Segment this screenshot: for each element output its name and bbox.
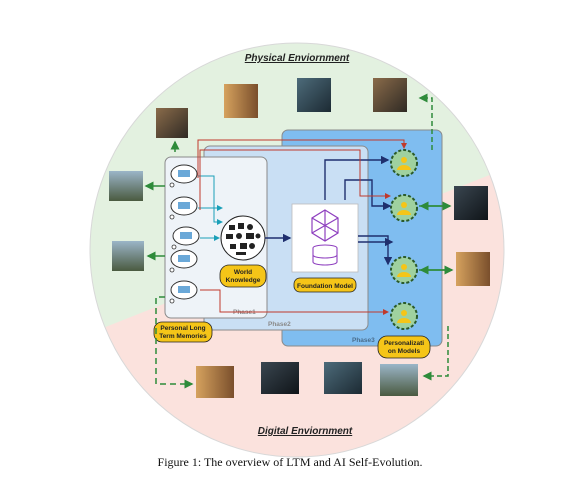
foundation-model-label: Foundation Model [297, 283, 353, 290]
internal-flow-arrows [197, 139, 407, 315]
phase2-label: Phase2 [268, 321, 291, 328]
world-knowledge-icon [220, 215, 266, 261]
photo-forest-ruins [380, 364, 418, 396]
photo-vr-user [456, 252, 490, 286]
memory-cloud-icon [169, 164, 198, 188]
memory-clouds [169, 164, 200, 304]
environment-images [109, 78, 490, 398]
photo-machinery [373, 78, 407, 112]
personalized-agents [390, 149, 418, 330]
world-knowledge-label-line2: Knowledge [226, 277, 261, 284]
agent-gear-icon [390, 149, 418, 177]
memory-cloud-icon [169, 280, 198, 304]
memory-cloud-icon [169, 196, 198, 220]
phase3-label: Phase3 [352, 337, 375, 344]
digital-environment-title: Digital Enviornment [258, 426, 353, 437]
circle-outline [89, 42, 505, 458]
personal-ltm-label-line1: Personal Long [160, 325, 205, 332]
agent-gear-icon [390, 302, 418, 330]
foundation-model-badge [293, 277, 357, 293]
world-knowledge-label-line1: World [234, 269, 252, 276]
world-knowledge-badge [219, 264, 267, 288]
agent-gear-icon [390, 256, 418, 284]
photo-people-workshop [224, 84, 258, 118]
photo-render-room [261, 362, 299, 394]
personalized-models-badge [377, 335, 431, 359]
database-icon [312, 244, 338, 266]
physical-environment-title: Physical Enviornment [245, 53, 350, 64]
photo-vr-hospital [324, 362, 362, 394]
photo-skateboard [112, 241, 144, 271]
personalized-models-label-line2: on Models [388, 348, 421, 355]
personalized-models-label-line1: Personalizati [384, 340, 424, 347]
agent-gear-icon [390, 194, 418, 222]
photo-mechanical [156, 108, 188, 138]
personal-ltm-label-line2: Term Memories [159, 333, 207, 340]
memory-cloud-icon [169, 249, 198, 273]
photo-game-scene [196, 366, 234, 398]
photo-surgery [297, 78, 331, 112]
neural-network-icon [311, 209, 339, 242]
figure-caption: Figure 1: The overview of LTM and AI Sel… [157, 455, 423, 469]
photo-city-street [454, 186, 488, 220]
environment-arrows [144, 93, 454, 389]
memory-cloud-icon [171, 226, 200, 250]
photo-river [109, 171, 143, 201]
personal-ltm-badge [153, 321, 213, 343]
